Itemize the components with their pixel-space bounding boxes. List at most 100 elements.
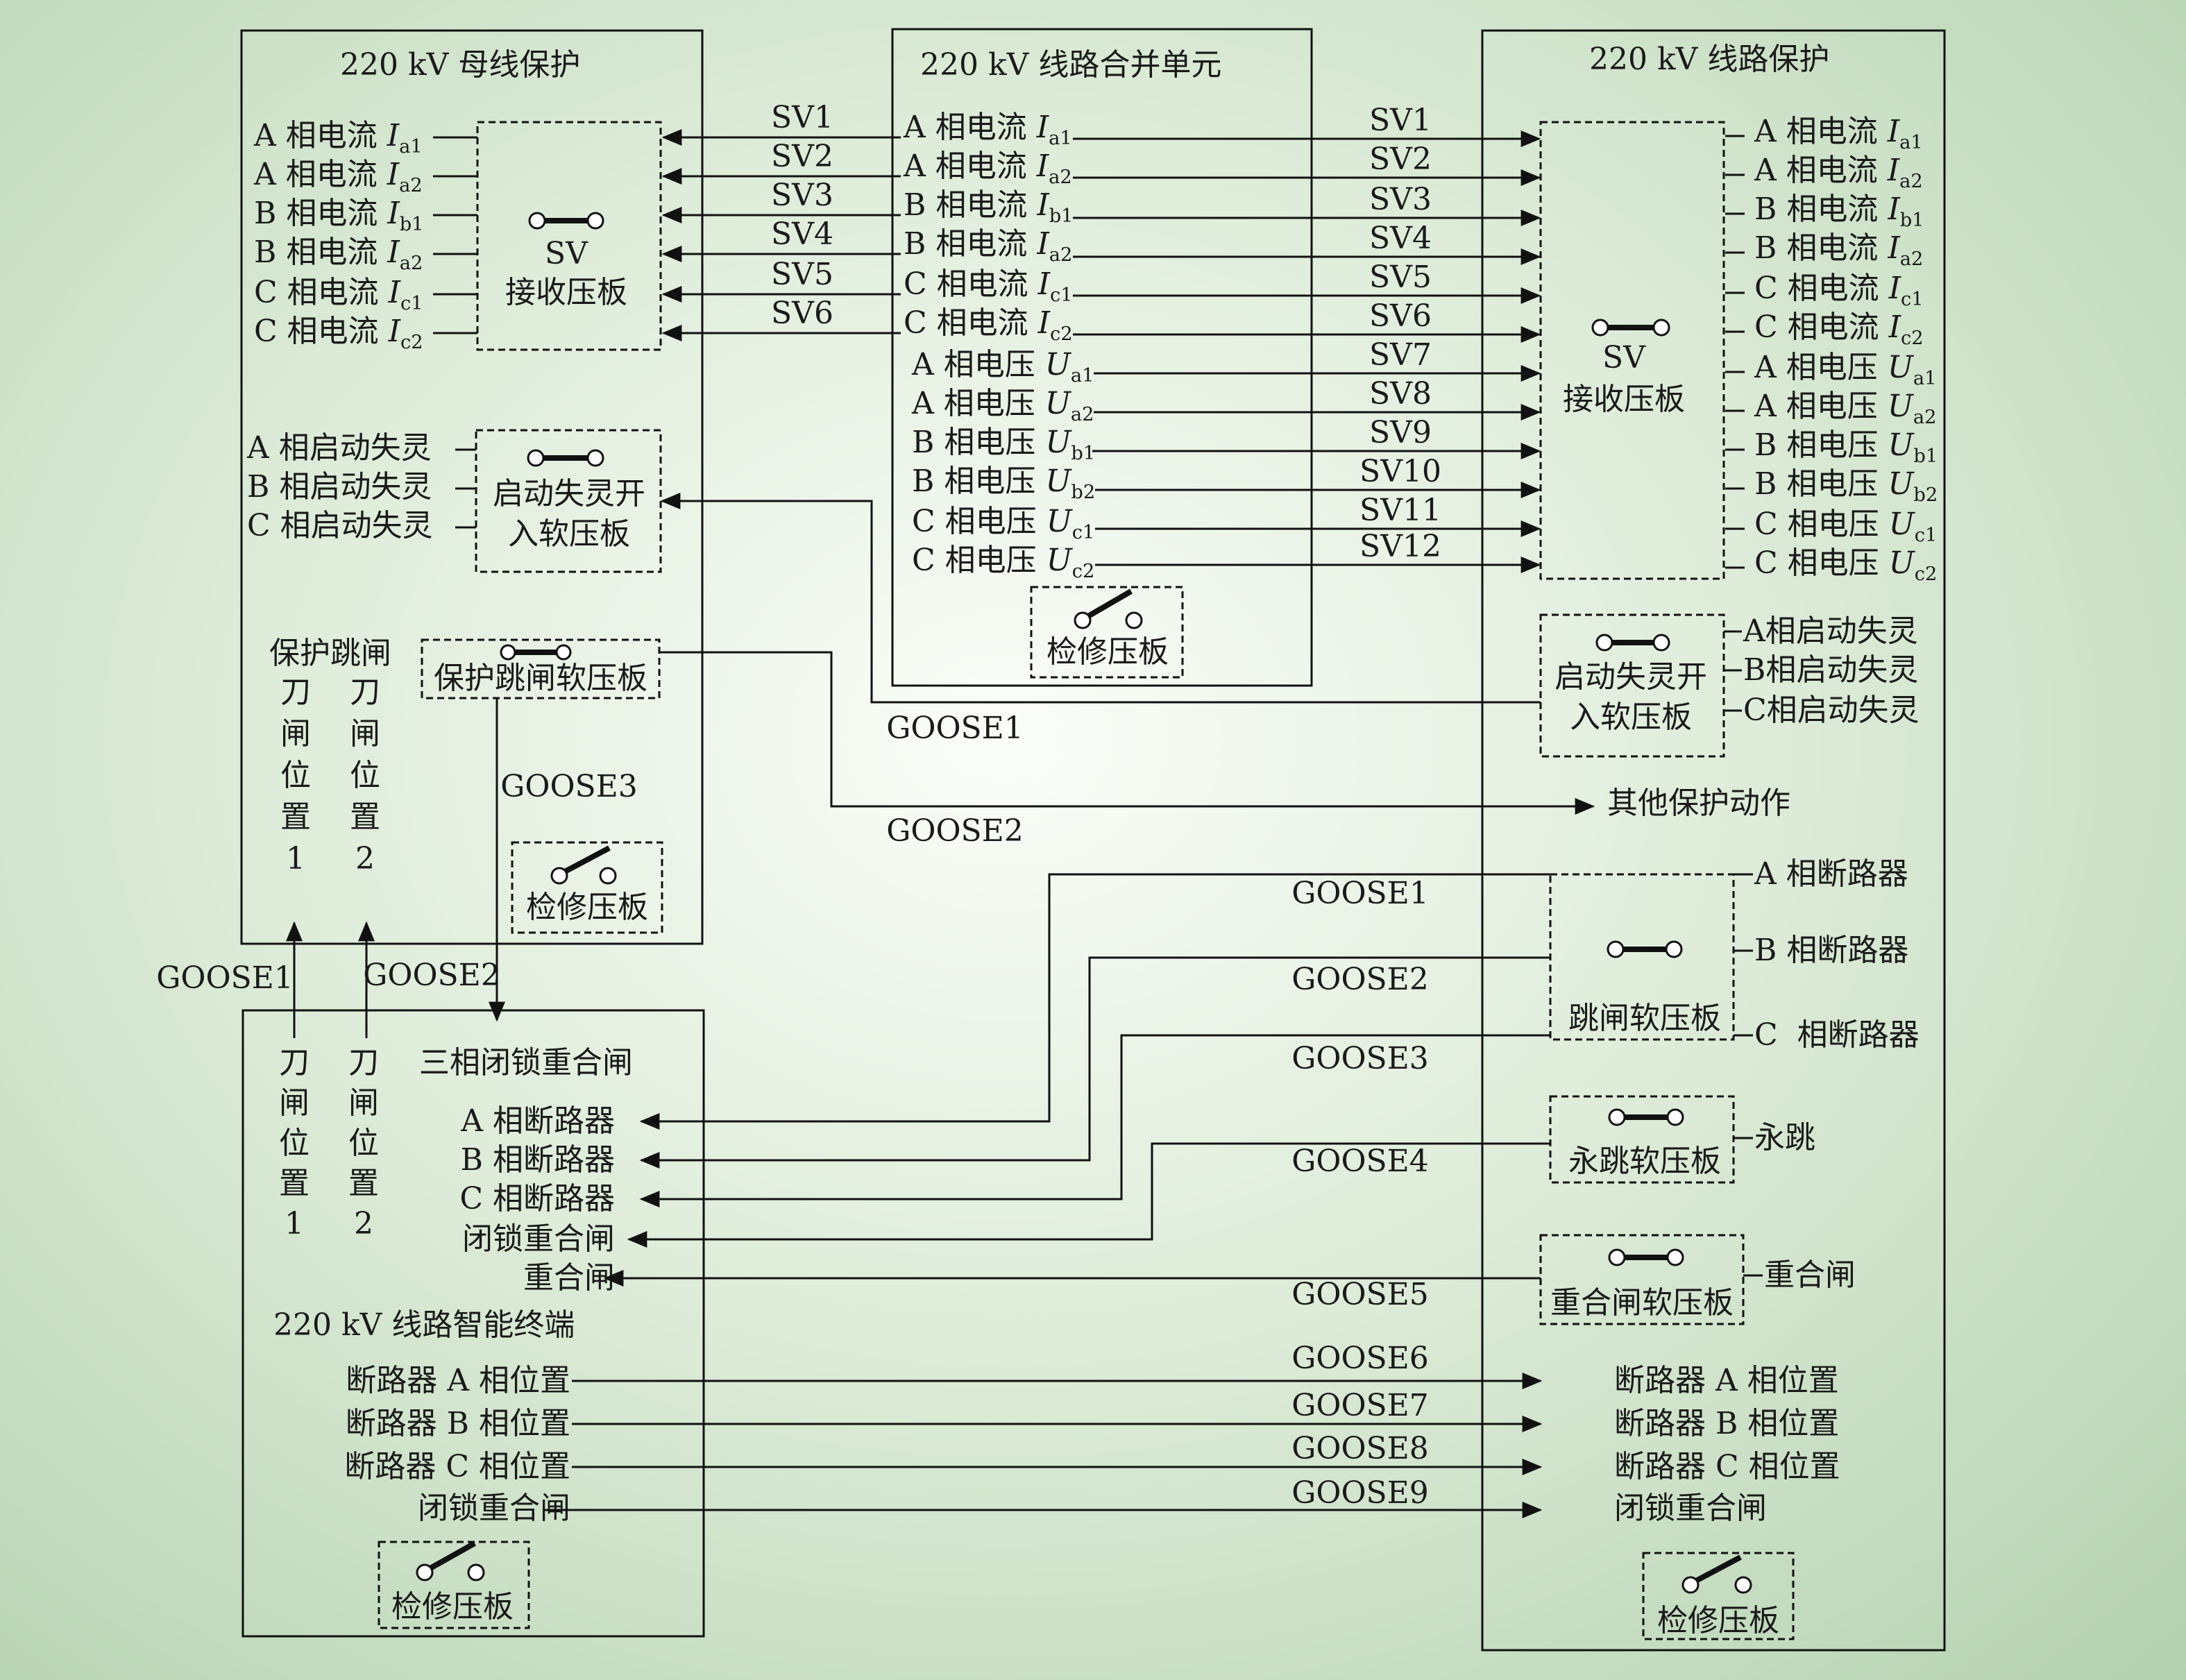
line-input-9: B 相电压 Ub2 (1754, 466, 1938, 506)
merging-unit-box (891, 28, 1313, 687)
line-maintenance-plate (1642, 1552, 1795, 1640)
goose-lock-link (627, 1142, 1550, 1248)
open-plate-icon (550, 845, 617, 885)
bus-disc1-char-0: 刀 (280, 674, 311, 710)
line-sv-plate-label-2: 接收压板 (1563, 382, 1685, 417)
goose-fail-link (660, 493, 1541, 704)
sv-line-label-6: SV7 (1369, 337, 1432, 373)
st-input-3: 闭锁重合闸 (462, 1221, 615, 1257)
open-plate-icon (1074, 588, 1143, 629)
bus-fail-c: C 相启动失灵 (247, 508, 433, 543)
bus-current-1: A 相电流 Ia2 (253, 157, 423, 196)
st-disc2-char-0: 刀 (348, 1045, 379, 1080)
bus-sv-plate-label-2: 接收压板 (505, 275, 627, 310)
sv-bus-label-1: SV2 (771, 139, 833, 174)
st-disc1-char-3: 置 (279, 1166, 310, 1201)
open-plate-icon (1681, 1554, 1752, 1594)
st-output-3: 闭锁重合闸 (418, 1491, 570, 1526)
sv-line-label-9: SV10 (1359, 454, 1441, 489)
st-output-0: 断路器 A 相位置 (346, 1363, 570, 1398)
goose-breaker-label-3: GOOSE9 (1291, 1475, 1429, 1511)
line-fail-out-a: A相启动失灵 (1743, 613, 1918, 649)
goose-trip-label-3: GOOSE4 (1291, 1144, 1429, 1179)
sv-bus-label-3: SV4 (771, 217, 833, 252)
reclose-plate-label: 重合闸软压板 (1550, 1285, 1734, 1321)
st-disc1-char-4: 1 (285, 1206, 304, 1241)
bus-current-2: B 相电流 Ib1 (254, 196, 424, 235)
line-protection-title: 220 kV 线路保护 (1589, 42, 1829, 77)
goose-trip-a-link (639, 873, 1550, 1130)
st-disc1-char-0: 刀 (279, 1045, 310, 1080)
st-disc2-char-4: 2 (354, 1206, 373, 1241)
sv-bus-label-5: SV6 (771, 296, 833, 331)
bus-disc1-char-3: 置 (280, 799, 311, 835)
mu-maintenance-plate (1030, 586, 1184, 679)
line-breaker-input-1: 断路器 B 相位置 (1614, 1406, 1839, 1441)
line-breaker-input-2: 断路器 C 相位置 (1614, 1449, 1840, 1484)
mu-voltage-2: B 相电压 Ub1 (912, 425, 1095, 464)
smart-terminal-title: 220 kV 线路智能终端 (273, 1307, 575, 1343)
merging-unit-title: 220 kV 线路合并单元 (920, 47, 1221, 83)
line-input-4: C 相电流 Ic1 (1754, 271, 1924, 310)
mu-voltage-0: A 相电压 Ua1 (911, 347, 1094, 387)
permanent-trip-plate (1549, 1095, 1735, 1184)
line-sv-receive-plate (1539, 121, 1725, 580)
bus-disc1-char-1: 闸 (280, 716, 311, 752)
st-disc2-char-2: 位 (348, 1126, 379, 1161)
goose-disc2-label: GOOSE2 (363, 958, 500, 993)
mu-current-0: A 相电流 Ia1 (903, 110, 1072, 149)
line-input-8: B 相电压 Ub1 (1754, 427, 1938, 467)
closed-plate-icon (1595, 634, 1670, 652)
sv-line-label-4: SV5 (1369, 260, 1432, 295)
line-fail-plate-label-2: 入软压板 (1570, 699, 1692, 735)
mu-voltage-1: A 相电压 Ua2 (911, 386, 1094, 425)
st-output-2: 断路器 C 相位置 (344, 1449, 570, 1484)
permanent-trip-plate-label: 永跳软压板 (1568, 1144, 1721, 1179)
closed-plate-icon (528, 212, 604, 230)
bus-fail-a: A 相启动失灵 (246, 430, 432, 466)
bus-fail-plate-label-2: 入软压板 (508, 516, 630, 552)
reclose-plate (1539, 1234, 1745, 1325)
goose-fail-label: GOOSE1 (886, 711, 1024, 746)
goose-trip-b-link (639, 956, 1550, 1169)
goose-trip-c-link (639, 1034, 1550, 1207)
goose-breaker-label-1: GOOSE7 (1291, 1388, 1429, 1423)
line-input-7: A 相电压 Ua2 (1754, 389, 1936, 428)
line-input-10: C 相电压 Uc1 (1754, 507, 1937, 546)
bus-current-5: C 相电流 Ic2 (254, 314, 423, 353)
line-breaker-input-0: 断路器 A 相位置 (1614, 1363, 1839, 1398)
st-maintenance-plate (378, 1541, 530, 1629)
bus-current-0: A 相电流 Ia1 (253, 118, 423, 158)
bus-disc2-char-0: 刀 (350, 674, 380, 710)
st-input-4: 重合闸 (523, 1260, 615, 1296)
lock-reclose-3ph: 三相闭锁重合闸 (419, 1045, 633, 1080)
sv-line-label-8: SV9 (1369, 415, 1432, 450)
goose-other-link (659, 651, 1595, 815)
bus-disc2-char-1: 闸 (350, 716, 380, 752)
sv-bus-label-4: SV5 (771, 257, 833, 292)
goose-other-label: GOOSE2 (886, 813, 1024, 849)
bus-protection-title: 220 kV 母线保护 (340, 47, 580, 83)
sv-bus-label-2: SV3 (771, 178, 833, 213)
sv-line-label-1: SV2 (1369, 142, 1432, 177)
bus-maintenance-label: 检修压板 (526, 890, 648, 925)
closed-plate-icon (1608, 1248, 1684, 1266)
mu-voltage-4: C 相电压 Uc1 (912, 504, 1094, 543)
st-disc1-char-1: 闸 (279, 1085, 310, 1121)
line-input-6: A 相电压 Ua1 (1754, 350, 1936, 389)
goose-trip-label-0: GOOSE1 (1291, 876, 1429, 911)
line-fail-plate (1539, 613, 1725, 758)
bus-fail-plate-label-1: 启动失灵开 (493, 476, 645, 511)
sv-line-label-0: SV1 (1369, 103, 1432, 138)
st-disc1-char-2: 位 (279, 1126, 310, 1161)
line-input-1: A 相电流 Ia2 (1754, 153, 1923, 192)
bus-fail-b: B 相启动失灵 (247, 469, 432, 504)
bus-protection-box (240, 29, 704, 945)
st-disc2-char-3: 置 (348, 1166, 379, 1201)
line-protection-box (1481, 29, 1946, 1652)
sv-bus-label-0: SV1 (771, 100, 833, 135)
sv-line-label-7: SV8 (1369, 376, 1432, 411)
line-input-2: B 相电流 Ib1 (1754, 192, 1924, 231)
line-breaker-input-3: 闭锁重合闸 (1614, 1491, 1767, 1526)
mu-voltage-5: C 相电压 Uc2 (912, 543, 1094, 582)
